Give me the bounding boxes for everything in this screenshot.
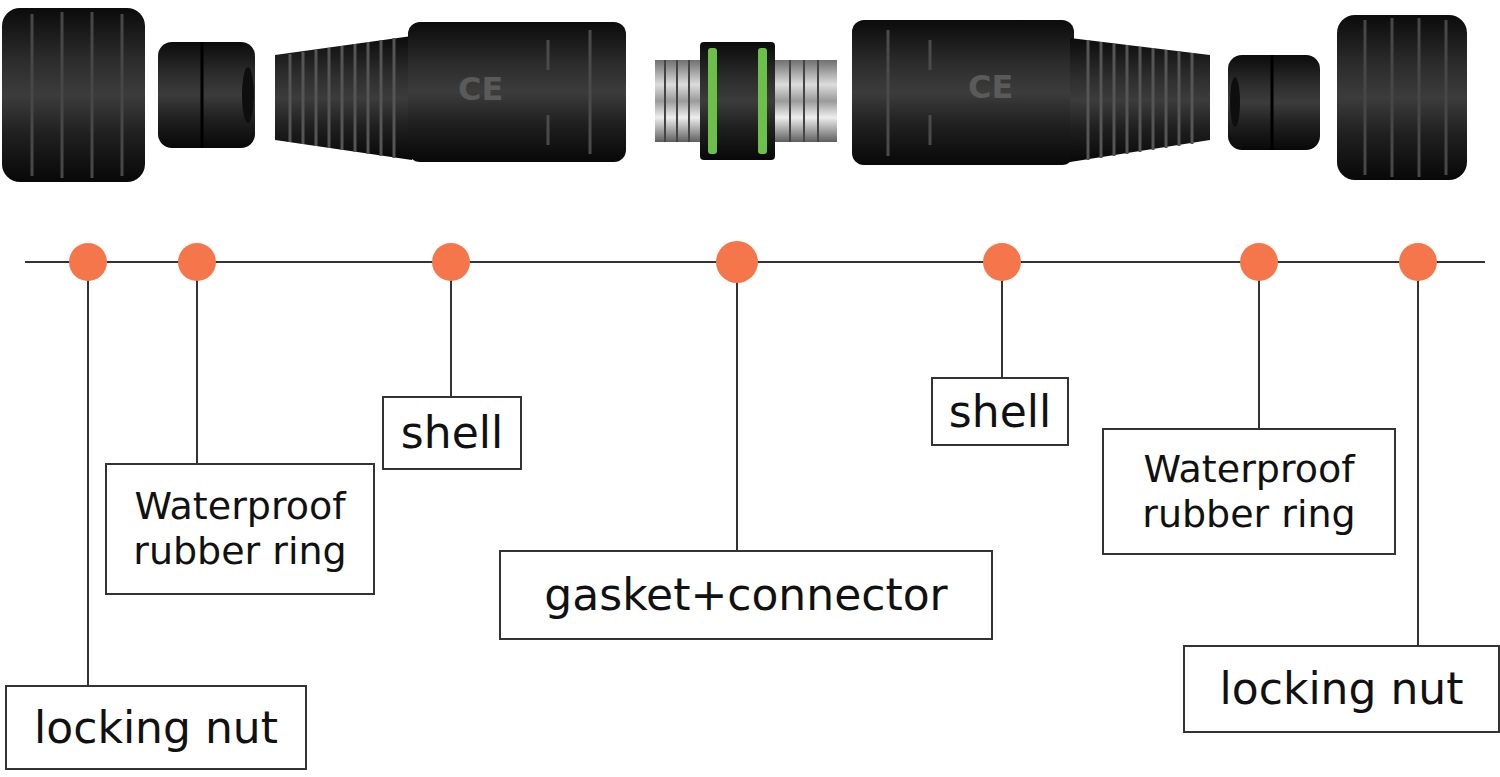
green-gasket bbox=[708, 48, 717, 154]
leader-line bbox=[1258, 262, 1260, 428]
ring-body bbox=[158, 42, 255, 148]
ring-hole bbox=[1230, 77, 1240, 127]
part-label-box: shell bbox=[382, 396, 522, 470]
shell-body bbox=[852, 20, 1074, 165]
nut-body bbox=[2, 8, 145, 182]
ce-mark: CE bbox=[458, 70, 503, 108]
part-name: shell bbox=[949, 386, 1051, 438]
part-label-box: locking nut bbox=[5, 685, 307, 770]
shell-ribs bbox=[290, 38, 394, 158]
marker-dot bbox=[1399, 243, 1437, 281]
leader-line bbox=[87, 262, 89, 685]
shell-part bbox=[275, 22, 626, 162]
nut-body bbox=[1337, 15, 1467, 180]
marker-dot bbox=[69, 243, 107, 281]
ring-slit bbox=[1271, 55, 1274, 150]
leader-line bbox=[1417, 262, 1419, 645]
shell-notches bbox=[548, 30, 590, 154]
rubber-ring-part bbox=[158, 42, 255, 148]
part-name: gasket+connector bbox=[544, 569, 947, 621]
part-name: locking nut bbox=[1220, 663, 1464, 715]
shell-ribs bbox=[1088, 40, 1192, 160]
marker-dot bbox=[716, 241, 758, 283]
nut-flutes bbox=[1365, 18, 1446, 177]
leader-line bbox=[196, 262, 198, 463]
ring-body bbox=[1228, 55, 1320, 150]
nut-flutes bbox=[32, 12, 122, 178]
thread-lines bbox=[790, 60, 818, 142]
marker-dot bbox=[178, 243, 216, 281]
part-name: Waterproof rubber ring bbox=[1110, 447, 1388, 537]
thread-left bbox=[655, 60, 705, 142]
shell-notches bbox=[888, 30, 930, 156]
green-gasket bbox=[758, 48, 767, 154]
ce-mark: CE bbox=[968, 68, 1013, 106]
leader-lines bbox=[88, 262, 1418, 685]
ring-hole bbox=[242, 67, 254, 123]
part-name: locking nut bbox=[34, 702, 278, 754]
shell-part bbox=[852, 20, 1210, 165]
part-label-box: Waterproof rubber ring bbox=[1102, 428, 1396, 555]
part-name: Waterproof rubber ring bbox=[113, 484, 367, 574]
part-label-box: locking nut bbox=[1183, 645, 1500, 733]
locking-nut-part bbox=[1337, 15, 1467, 180]
ring-slit bbox=[201, 42, 204, 148]
part-name: shell bbox=[401, 407, 503, 459]
rubber-ring-part bbox=[1228, 55, 1320, 150]
part-label-box: gasket+connector bbox=[499, 550, 993, 640]
marker-dots bbox=[69, 241, 1437, 283]
leader-line bbox=[736, 262, 738, 550]
part-label-box: Waterproof rubber ring bbox=[105, 463, 375, 595]
leader-line bbox=[450, 262, 452, 396]
thread-right bbox=[775, 60, 837, 142]
shell-gland bbox=[1070, 38, 1210, 162]
gasket-connector-part bbox=[655, 42, 837, 160]
marker-dot bbox=[983, 243, 1021, 281]
shell-body bbox=[408, 22, 626, 162]
locking-nut-part bbox=[2, 8, 145, 182]
marker-dot bbox=[1240, 243, 1278, 281]
shell-gland bbox=[275, 36, 412, 160]
hex-nut bbox=[700, 42, 775, 160]
part-label-box: shell bbox=[931, 377, 1069, 446]
marker-dot bbox=[432, 243, 470, 281]
